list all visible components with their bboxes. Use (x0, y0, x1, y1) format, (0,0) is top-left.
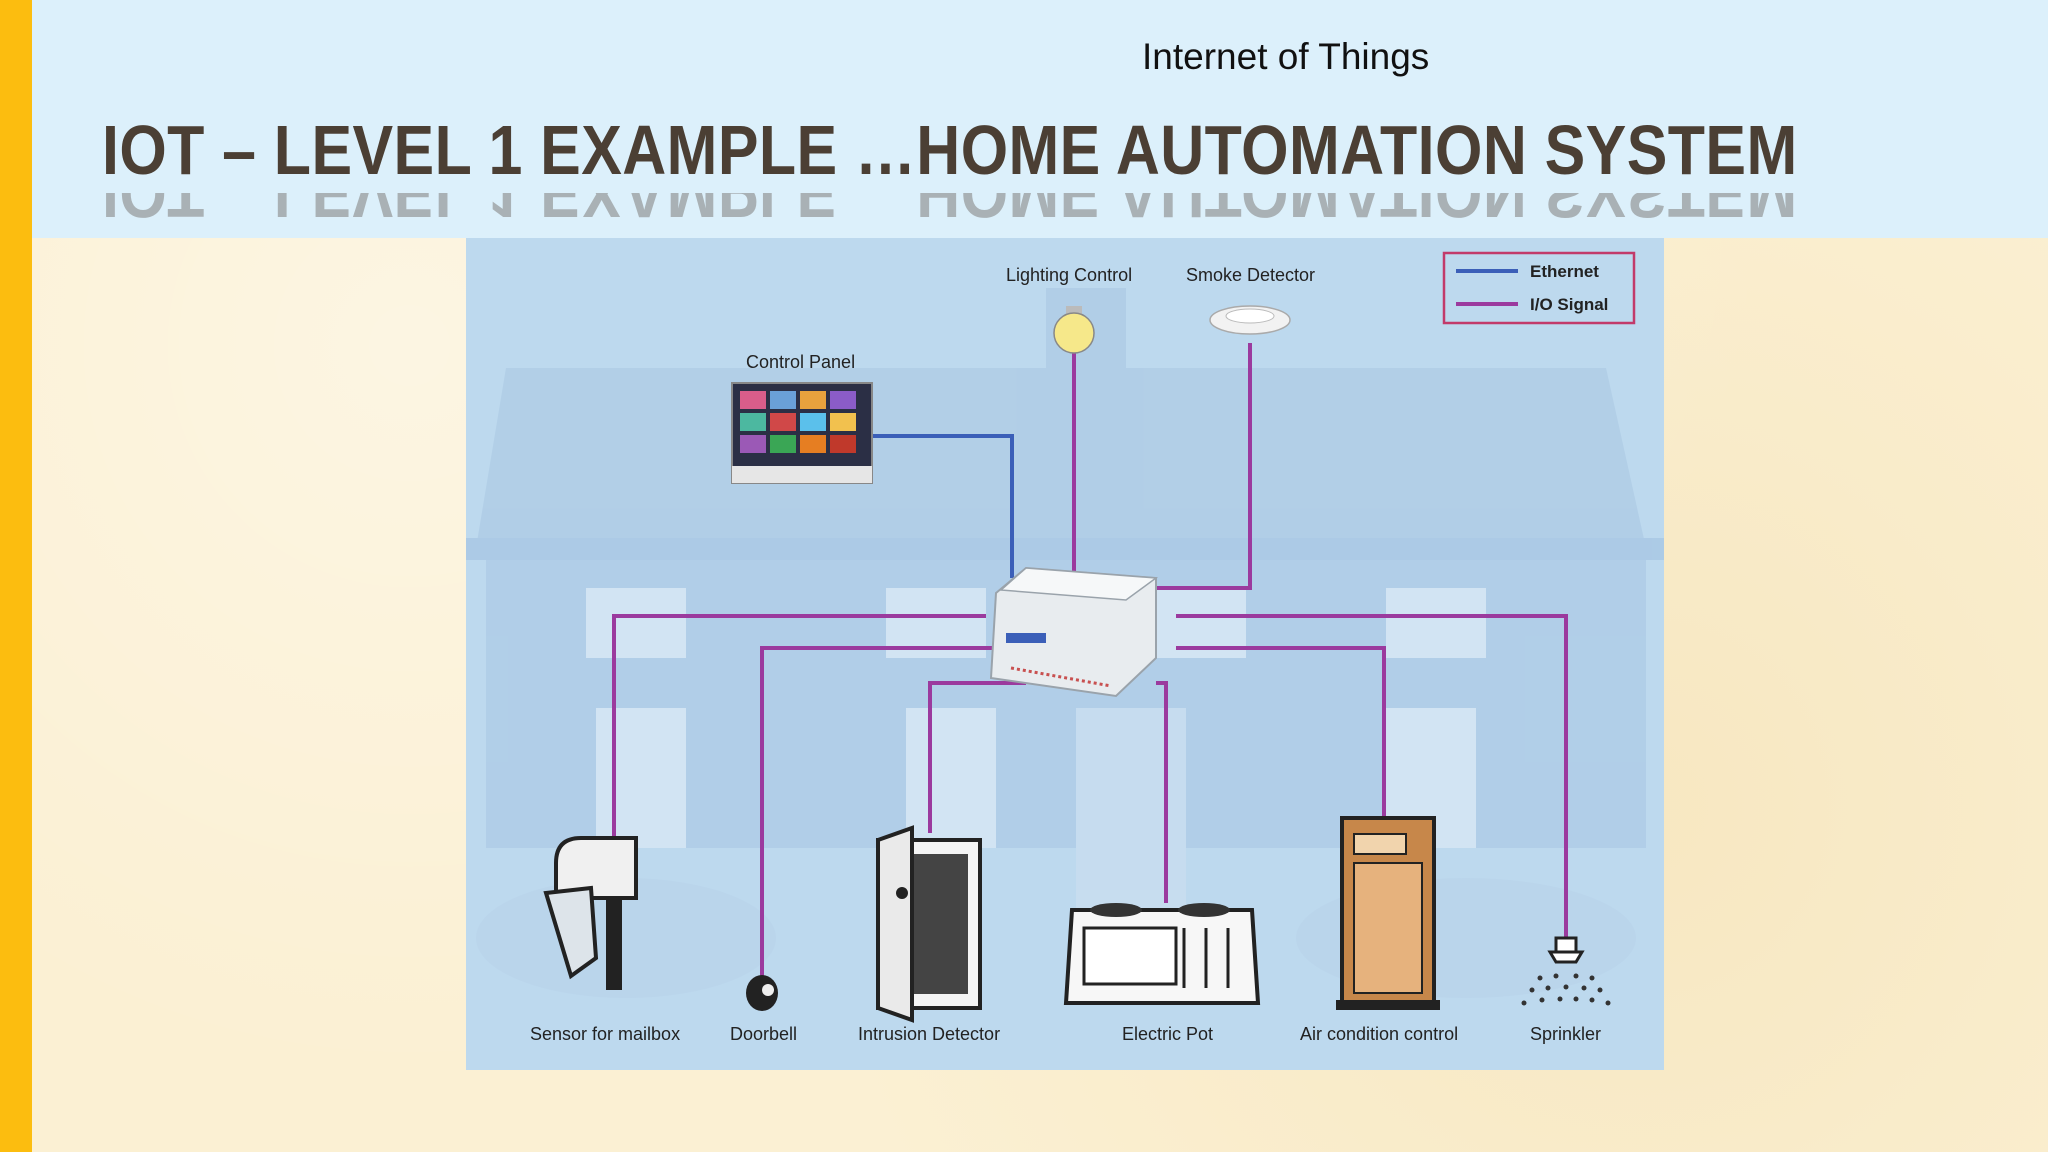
doorbell-icon (746, 975, 778, 1011)
door-icon (876, 825, 982, 1023)
label-electric-pot: Electric Pot (1122, 1024, 1213, 1044)
control-panel-icon (731, 382, 873, 484)
label-air-condition: Air condition control (1300, 1024, 1458, 1044)
diagram-canvas: Ethernet I/O Signal Control (466, 238, 1664, 1070)
io-signal-lines (612, 343, 1568, 983)
legend-ethernet: Ethernet (1530, 262, 1599, 281)
controller-icon (989, 566, 1159, 698)
slide-header: Internet of Things IOT – LEVEL 1 EXAMPLE… (32, 0, 2048, 238)
sprinkler-icon (1521, 936, 1611, 1006)
slide-subtitle: Internet of Things (1142, 36, 1430, 77)
label-doorbell: Doorbell (730, 1024, 797, 1044)
house-silhouette (466, 288, 1664, 998)
label-intrusion-detector: Intrusion Detector (858, 1024, 1000, 1044)
label-lighting-control: Lighting Control (1006, 265, 1132, 285)
ethernet-line (864, 434, 1014, 578)
mailbox-icon (543, 836, 638, 990)
light-bulb-icon (1053, 306, 1095, 354)
home-automation-diagram: Ethernet I/O Signal Control (466, 238, 1664, 1070)
air-condition-icon (1336, 816, 1440, 1010)
label-sprinkler: Sprinkler (1530, 1024, 1601, 1044)
legend-io-signal: I/O Signal (1530, 295, 1608, 314)
legend: Ethernet I/O Signal (1442, 251, 1636, 325)
label-smoke-detector: Smoke Detector (1186, 265, 1315, 285)
accent-bar (0, 0, 32, 1152)
slide-title: IOT – LEVEL 1 EXAMPLE …HOME AUTOMATION S… (102, 111, 1798, 189)
label-control-panel: Control Panel (746, 352, 855, 372)
electric-pot-icon (1063, 903, 1261, 1005)
slide-title-reflection: IOT – LEVEL 1 EXAMPLE …HOME AUTOMATION S… (102, 193, 1798, 232)
smoke-detector-icon (1209, 305, 1291, 335)
label-mailbox-sensor: Sensor for mailbox (530, 1024, 680, 1044)
